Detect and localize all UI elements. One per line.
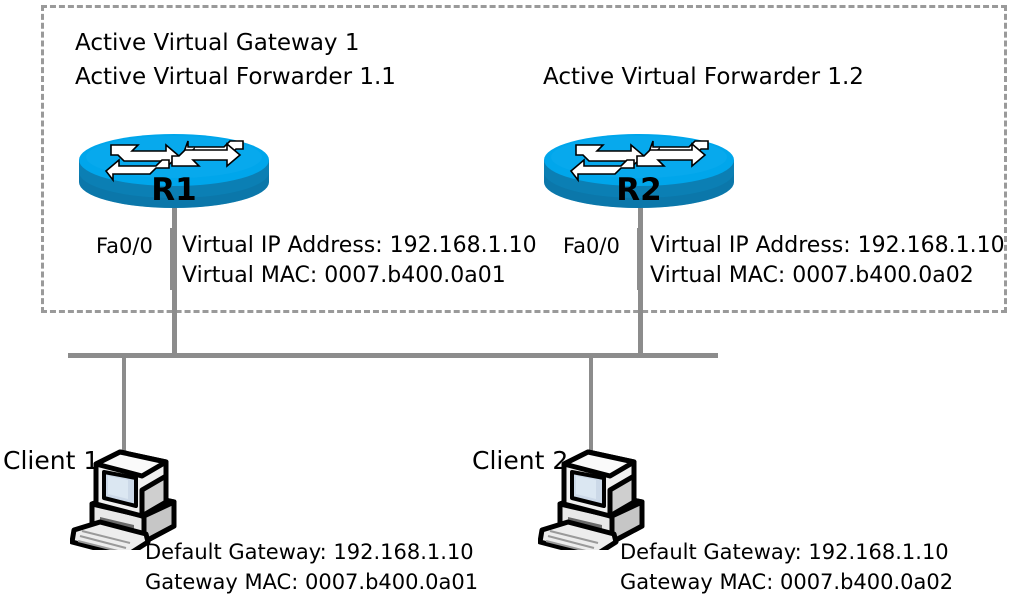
router-label-r2: R2 — [616, 172, 662, 208]
interface-label-r1: Fa0/0 — [96, 234, 153, 258]
link-r1-to-bus — [172, 208, 177, 358]
desktop-computer-icon-client1[interactable] — [70, 446, 190, 550]
virtual-ip-r2: Virtual IP Address: 192.168.1.10 — [650, 233, 1005, 258]
router-icon-r2[interactable] — [543, 112, 735, 208]
router-label-r1: R1 — [151, 172, 197, 208]
client-label-1: Client 1 — [3, 446, 100, 475]
gateway-mac-client1: Gateway MAC: 0007.b400.0a01 — [145, 570, 479, 594]
router-icon-r1[interactable] — [78, 112, 270, 208]
default-gateway-client1: Default Gateway: 192.168.1.10 — [145, 540, 474, 564]
ethernet-bus-segment — [68, 353, 718, 358]
virtual-mac-r2: Virtual MAC: 0007.b400.0a02 — [650, 263, 974, 288]
default-gateway-client2: Default Gateway: 192.168.1.10 — [620, 540, 949, 564]
virtual-ip-r1: Virtual IP Address: 192.168.1.10 — [182, 233, 537, 258]
active-virtual-forwarder-1-2-label: Active Virtual Forwarder 1.2 — [543, 64, 864, 90]
client-label-2: Client 2 — [472, 446, 569, 475]
desktop-computer-icon-client2[interactable] — [538, 446, 658, 550]
link-bus-to-client2 — [589, 353, 593, 463]
virtual-mac-r1: Virtual MAC: 0007.b400.0a01 — [182, 263, 506, 288]
glbp-group-box — [41, 5, 1007, 313]
gateway-mac-client2: Gateway MAC: 0007.b400.0a02 — [620, 570, 954, 594]
interface-label-r2: Fa0/0 — [563, 234, 620, 258]
link-r2-to-bus — [638, 208, 643, 358]
r1-info-divider — [170, 228, 173, 290]
link-bus-to-client1 — [122, 353, 126, 463]
active-virtual-forwarder-1-1-label: Active Virtual Forwarder 1.1 — [75, 64, 396, 90]
active-virtual-gateway-label: Active Virtual Gateway 1 — [75, 30, 360, 56]
